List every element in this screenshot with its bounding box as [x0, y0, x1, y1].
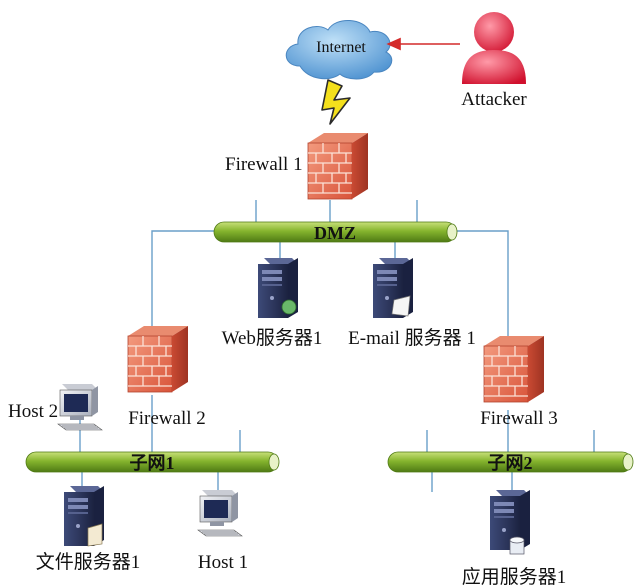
lightning-icon	[321, 79, 351, 125]
app-server: 应用服务器1	[462, 490, 567, 588]
database-icon	[509, 536, 525, 555]
globe-icon	[281, 299, 297, 315]
network-links	[79, 200, 595, 492]
firewall-1-label: Firewall 1	[225, 154, 303, 175]
attacker-icon	[462, 12, 526, 84]
host-2: Host 2	[8, 383, 103, 431]
web-server: Web服务器1	[222, 258, 323, 349]
file-server-label: 文件服务器1	[36, 551, 141, 573]
email-server: E-mail 服务器 1	[348, 258, 476, 349]
host-1-label: Host 1	[198, 552, 248, 573]
firewall-3: Firewall 3	[480, 335, 558, 429]
host-1: Host 1	[197, 489, 248, 573]
firewall-2-label: Firewall 2	[128, 408, 206, 429]
attacker: Attacker	[461, 12, 527, 110]
internet-cloud: Internet	[285, 20, 393, 80]
app-server-label: 应用服务器1	[462, 566, 567, 588]
host-2-label: Host 2	[8, 401, 58, 422]
document-icon	[87, 523, 103, 547]
dmz-bus: DMZ	[213, 221, 458, 243]
subnet2-label: 子网2	[488, 453, 533, 473]
attacker-label: Attacker	[461, 89, 527, 110]
dmz-fw2-link	[151, 230, 215, 330]
dmz-fw3-link	[456, 230, 509, 340]
firewall-3-label: Firewall 3	[480, 408, 558, 429]
subnet1-label: 子网1	[130, 453, 175, 473]
envelope-icon	[391, 295, 411, 317]
subnet1-bus: 子网1	[25, 451, 280, 473]
internet-label: Internet	[316, 39, 366, 56]
file-server: 文件服务器1	[36, 486, 141, 573]
firewall-2: Firewall 2	[127, 325, 206, 429]
firewall-icon	[127, 325, 189, 393]
workstation-icon	[197, 489, 243, 537]
dmz-label: DMZ	[314, 223, 356, 243]
email-server-label: E-mail 服务器 1	[348, 327, 476, 349]
cloud-icon	[285, 20, 393, 80]
subnet2-bus: 子网2	[387, 451, 634, 473]
web-server-label: Web服务器1	[222, 327, 323, 349]
firewall-icon	[307, 132, 369, 200]
firewall-1: Firewall 1	[225, 132, 369, 200]
firewall-icon	[483, 335, 545, 403]
